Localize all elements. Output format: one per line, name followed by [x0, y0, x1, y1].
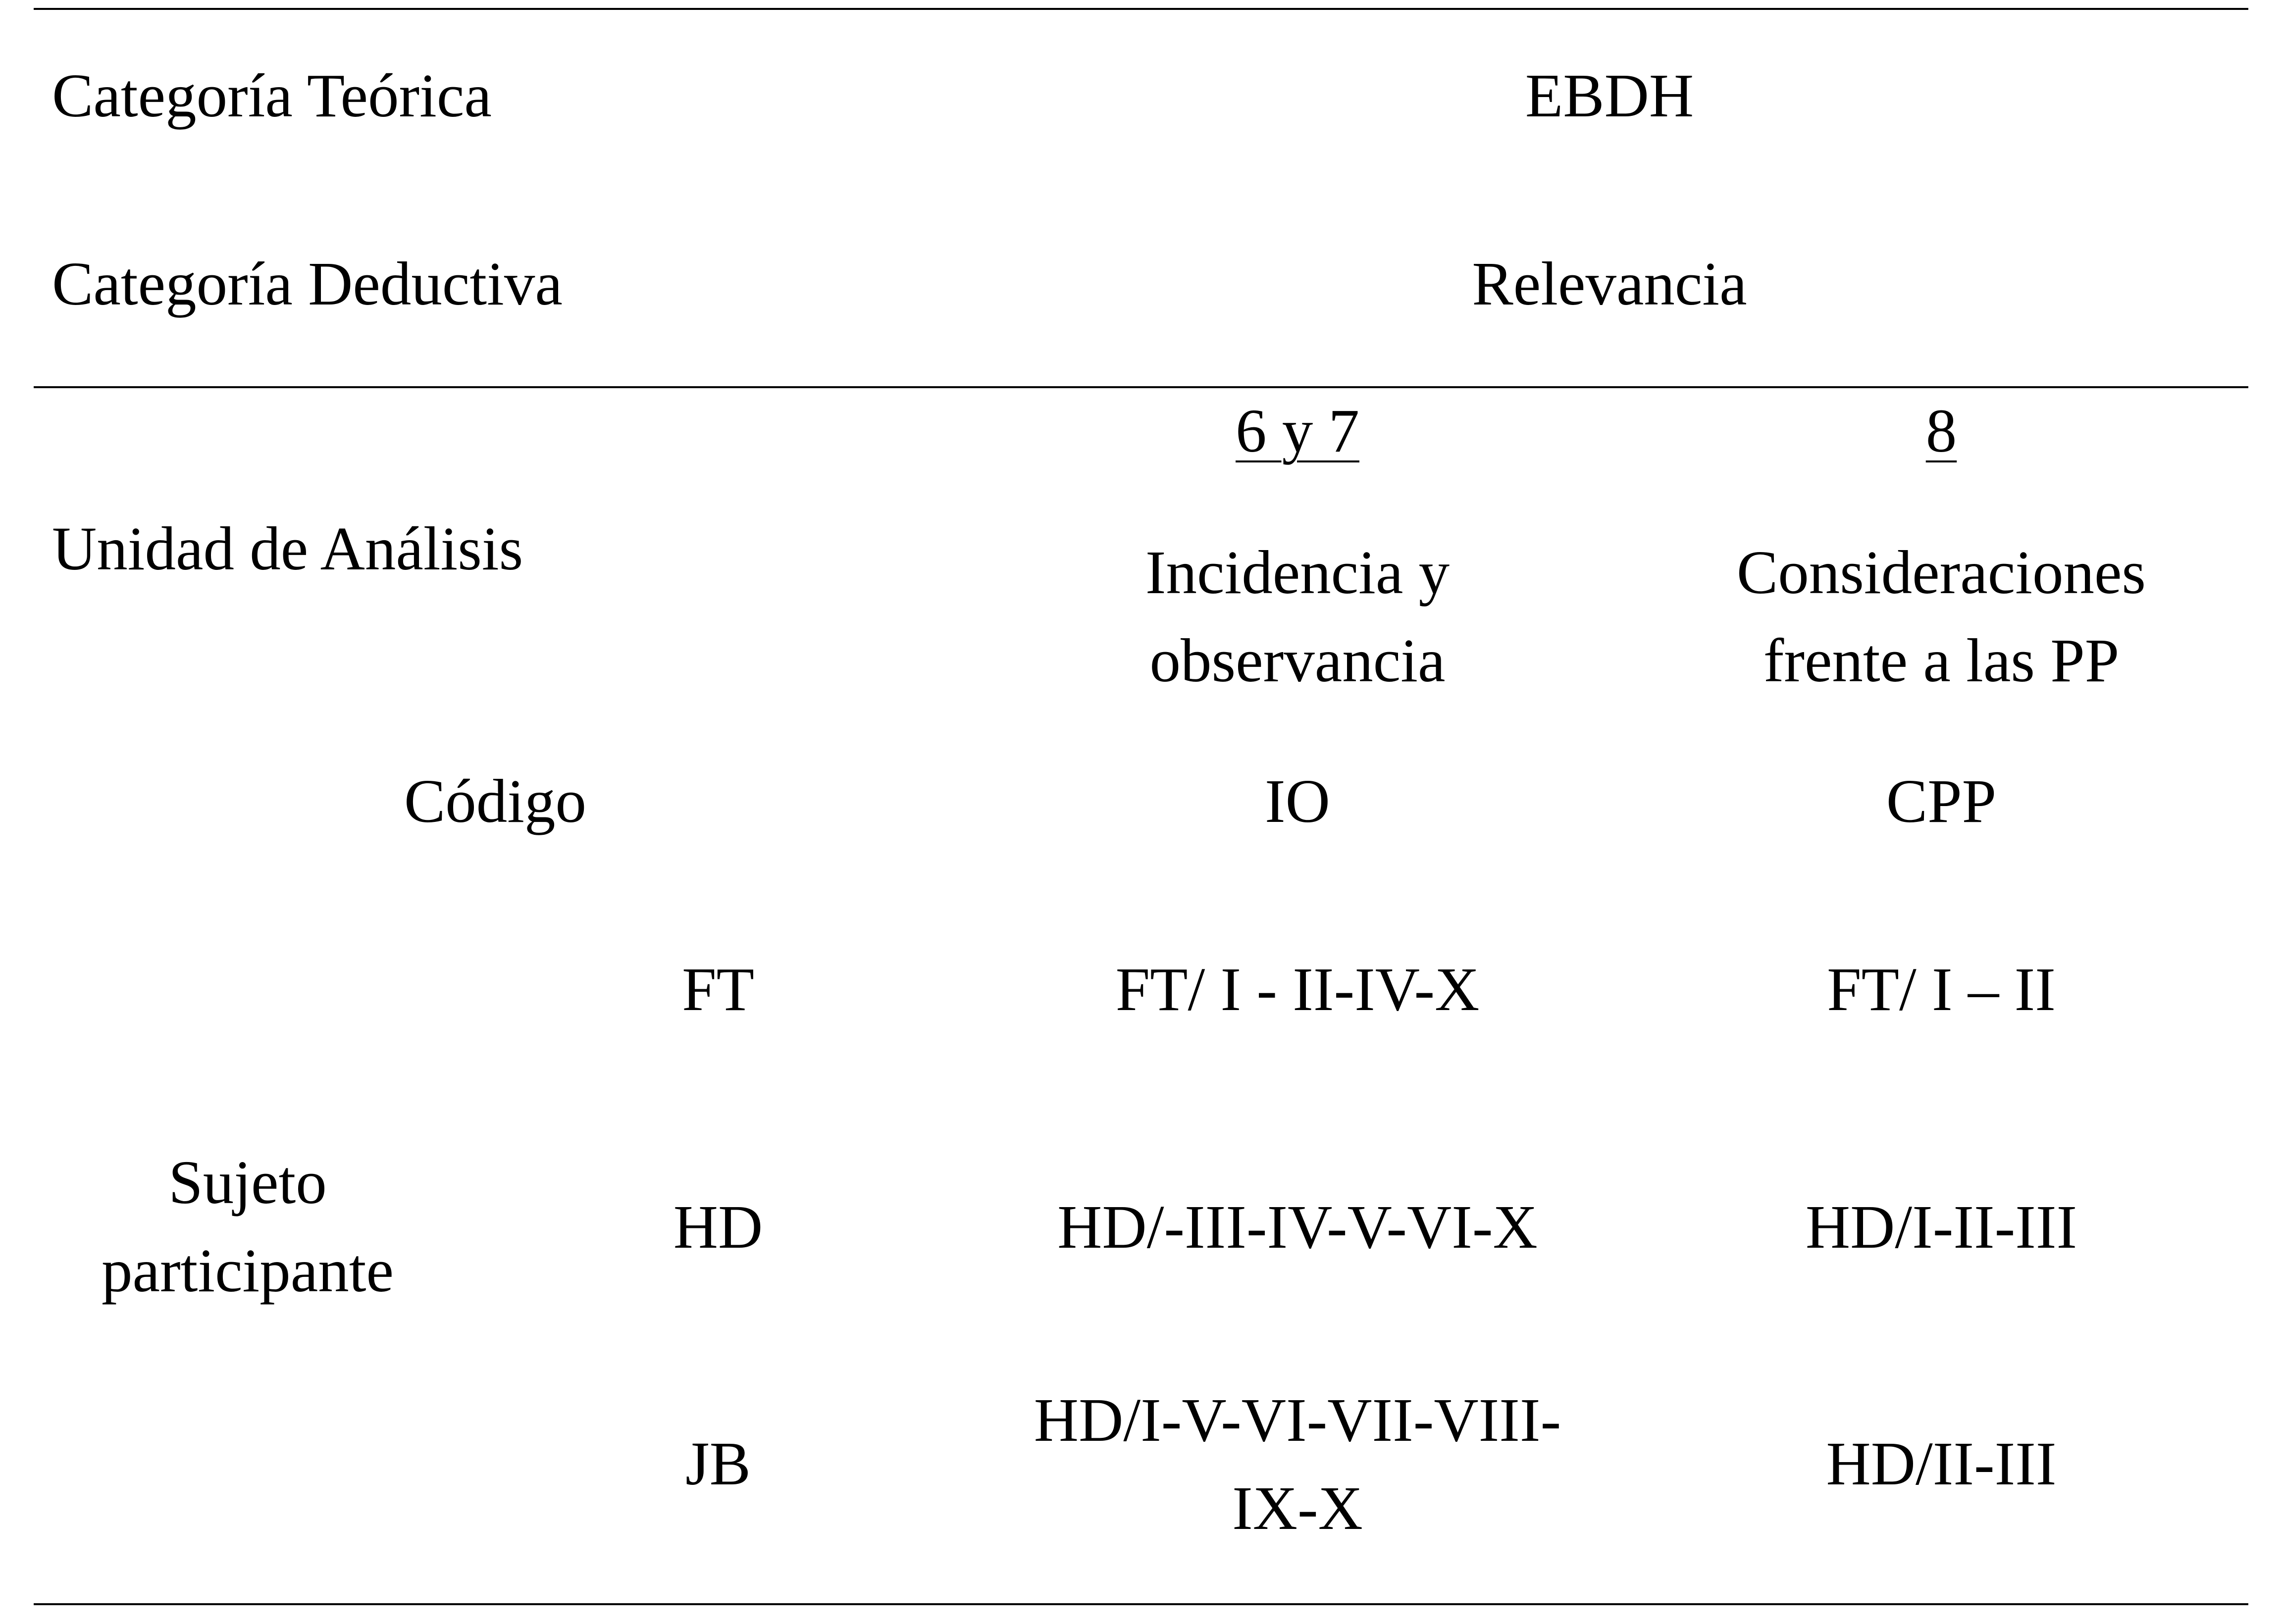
theoretical-category-label: Categoría Teórica: [52, 62, 492, 130]
deductive-category-label: Categoría Deductiva: [52, 250, 563, 318]
column-number-io: 6 y 7: [1236, 397, 1359, 465]
unit-of-analysis-label: Unidad de Análisis: [52, 515, 523, 583]
column-title-io-line1: Incidencia y: [1145, 539, 1450, 607]
participant-ft-io: FT/ I - II-IV-X: [1115, 956, 1480, 1024]
participant-hd-io: HD/-III-IV-V-VI-X: [1057, 1193, 1538, 1262]
column-title-cpp-line1: Consideraciones: [1736, 539, 2146, 607]
top-rule: [34, 8, 2248, 10]
participant-jb-cpp: HD/II-III: [1826, 1430, 2057, 1498]
subject-label-line2: participante: [102, 1237, 394, 1305]
participant-ft-cpp: FT/ I – II: [1827, 956, 2056, 1024]
participant-hd-cpp: HD/I-II-III: [1805, 1193, 2077, 1262]
subject-label-line1: Sujeto: [168, 1149, 327, 1217]
participant-jb-io-line2: IX-X: [1232, 1474, 1363, 1543]
column-title-cpp-line2: frente a las PP: [1763, 627, 2120, 695]
header-divider-rule: [34, 386, 2248, 388]
deductive-category-value: Relevancia: [1472, 250, 1747, 318]
column-title-io-line2: observancia: [1149, 627, 1446, 695]
theoretical-category-value: EBDH: [1525, 62, 1694, 130]
participant-jb-io-line1: HD/I-V-VI-VII-VIII-: [1034, 1386, 1561, 1455]
participant-id-ft: FT: [682, 956, 754, 1024]
code-io: IO: [1265, 767, 1330, 836]
bottom-rule: [34, 1603, 2248, 1605]
code-label: Código: [404, 767, 587, 836]
participant-id-hd: HD: [673, 1193, 763, 1262]
code-cpp: CPP: [1886, 767, 1997, 836]
column-number-cpp: 8: [1925, 397, 1957, 465]
participant-id-jb: JB: [685, 1430, 751, 1498]
